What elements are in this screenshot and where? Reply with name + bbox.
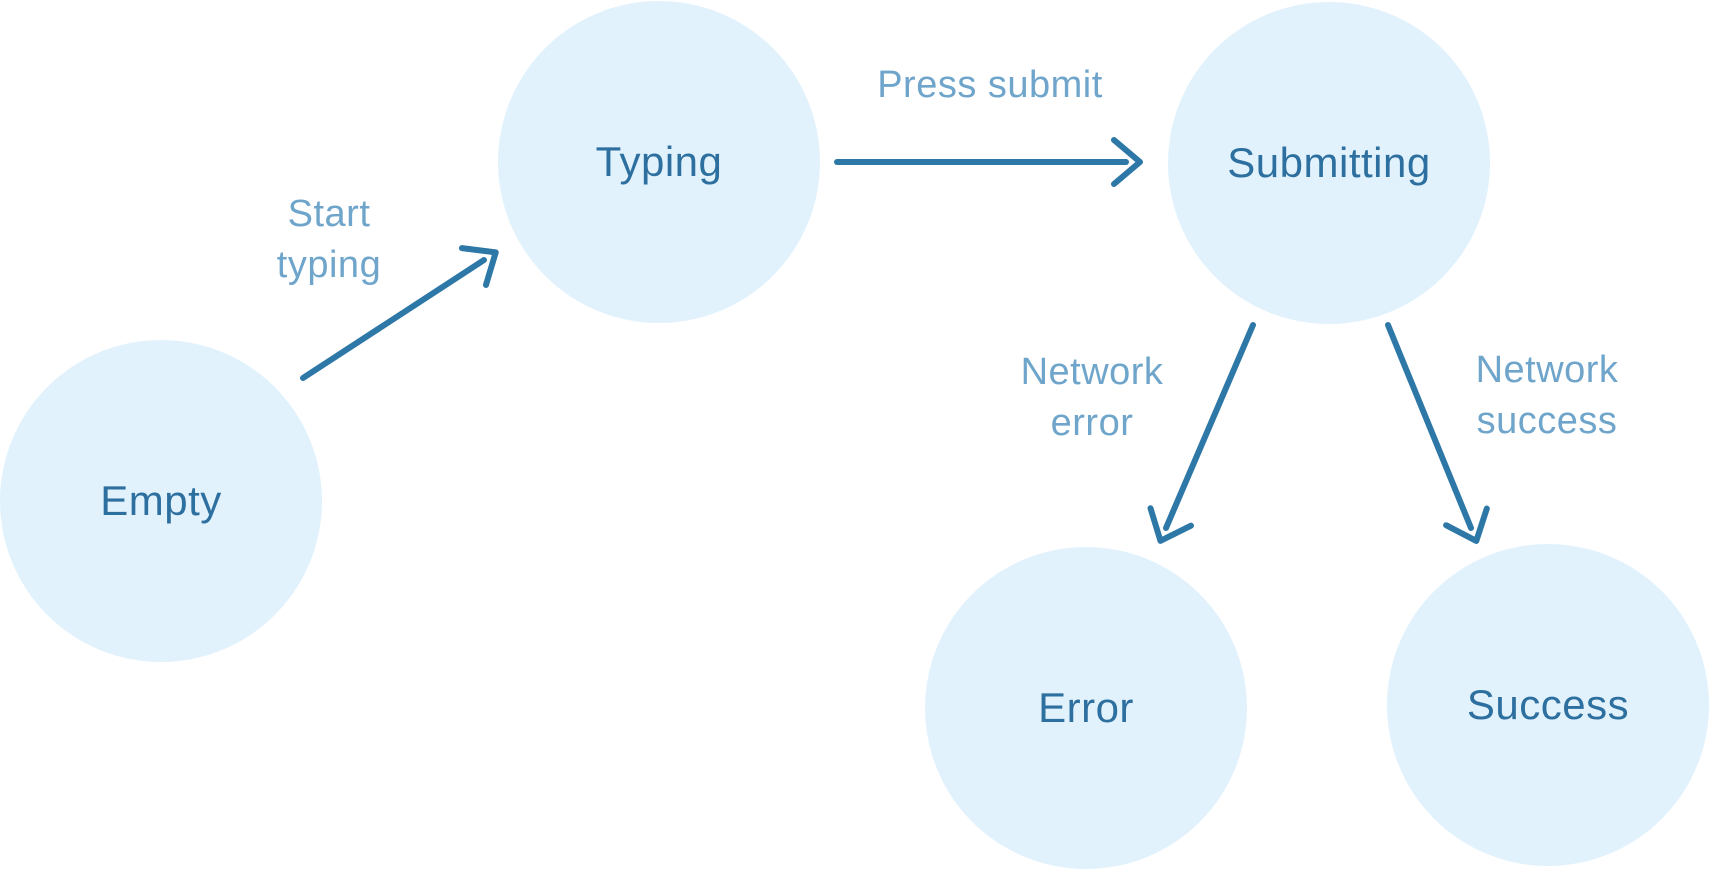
state-node-empty: Empty [0, 340, 322, 662]
state-label-success: Success [1466, 681, 1630, 728]
edge-label-line: Network [1020, 351, 1164, 393]
edge-label-line: Network [1475, 349, 1619, 391]
edge-label-press-submit: Press submit [877, 60, 1103, 111]
state-label-error: Error [1038, 684, 1134, 731]
edge-label-network-error: Network error [1021, 347, 1164, 449]
edge-label-line: typing [276, 244, 382, 286]
edge-label-line: success [1476, 400, 1618, 442]
edge-label-line: error [1050, 402, 1134, 444]
state-label-submitting: Submitting [1227, 139, 1431, 186]
edge-submitting-to-error [1147, 322, 1256, 544]
edge-label-start-typing: Start typing [277, 189, 381, 291]
state-node-error: Error [925, 547, 1247, 869]
edge-label-line: Press submit [877, 64, 1103, 106]
edge-label-line: Start [287, 193, 371, 235]
state-node-success: Success [1387, 544, 1709, 866]
edge-submitting-to-success [1385, 322, 1490, 544]
state-node-typing: Typing [498, 1, 820, 323]
state-label-empty: Empty [100, 477, 222, 524]
state-node-submitting: Submitting [1168, 2, 1490, 324]
edge-label-network-success: Network success [1476, 345, 1619, 447]
state-label-typing: Typing [595, 138, 723, 185]
